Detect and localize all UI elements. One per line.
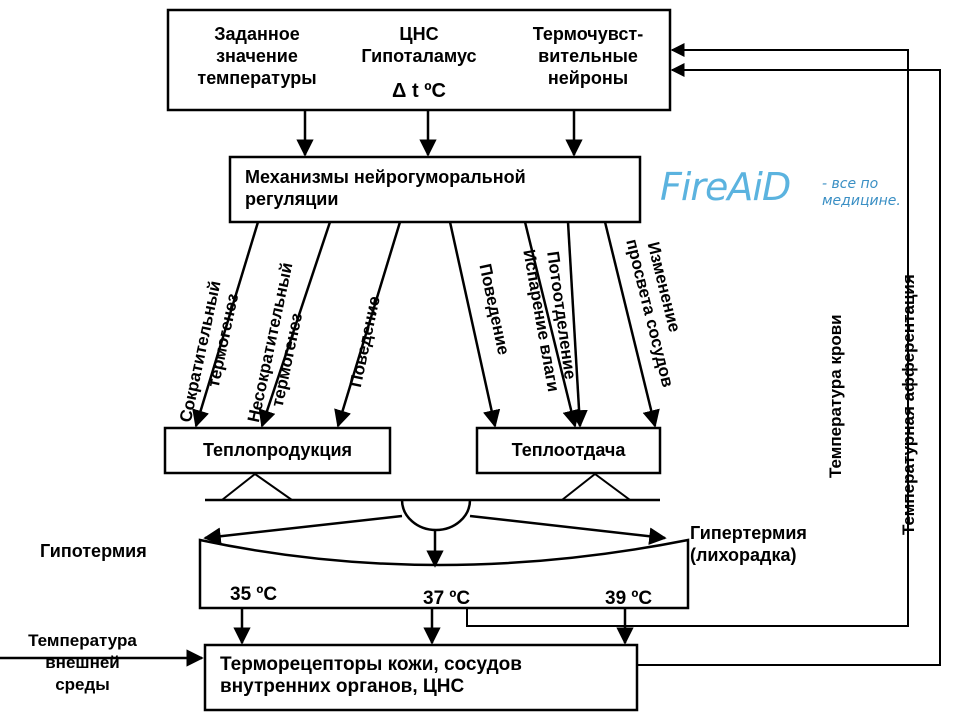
external-temp-line-2: внешней bbox=[45, 653, 120, 672]
arrow-branch-l3 bbox=[334, 221, 402, 428]
thermo-neurons-line-2: вительные bbox=[538, 46, 638, 66]
heat-production-box bbox=[163, 426, 392, 475]
external-temp-line-1: Температура bbox=[28, 631, 137, 650]
arrow-branch-r4 bbox=[603, 221, 660, 428]
blood-temp-line bbox=[466, 43, 909, 627]
afferentation-line bbox=[637, 63, 941, 666]
hyperthermia-line-2: (лихорадка) bbox=[690, 545, 797, 565]
delta-label: Δ t ºC bbox=[392, 80, 446, 102]
receptors-line-1: Терморецепторы кожи, сосудов bbox=[220, 654, 522, 675]
thermo-neurons-line-3: нейроны bbox=[547, 68, 629, 88]
balance-pivot bbox=[400, 499, 472, 532]
receptors-label: Терморецепторы кожи, сосудов внутренних … bbox=[220, 654, 522, 698]
cns-label: ЦНС Гипоталамус bbox=[333, 23, 505, 67]
set-value-label: Заданное значение температуры bbox=[172, 23, 342, 89]
center-box bbox=[166, 8, 672, 112]
tagline-line-1: - все по bbox=[822, 176, 879, 192]
cns-line-2: Гипоталамус bbox=[361, 46, 477, 66]
regulation-line-2: регуляции bbox=[245, 189, 339, 209]
tagline-line-2: медицине. bbox=[822, 193, 901, 209]
set-value-line-1: Заданное bbox=[214, 24, 300, 44]
set-value-line-2: значение bbox=[216, 46, 298, 66]
regulation-line-1: Механизмы нейрогуморальной bbox=[245, 167, 526, 187]
cns-line-1: ЦНС bbox=[399, 24, 439, 44]
afferentation-label: Температурная афферентация bbox=[899, 274, 918, 535]
regulation-box bbox=[228, 155, 642, 224]
fireaid-tagline: - все по медицине. bbox=[822, 176, 901, 210]
receptors-box bbox=[203, 643, 639, 712]
arrow-branch-r2 bbox=[523, 221, 580, 428]
arrow-branch-l2 bbox=[258, 221, 332, 428]
arrow-branch-r3 bbox=[566, 221, 588, 428]
arrow-branch-r1 bbox=[448, 221, 501, 428]
arrow-to-hyperthermia bbox=[469, 514, 667, 545]
hypothermia-label: Гипотермия bbox=[40, 541, 147, 561]
regulation-label: Механизмы нейрогуморальной регуляции bbox=[245, 166, 526, 210]
fireaid-logo: FireAiD bbox=[660, 165, 791, 209]
external-temp-label: Температура внешней среды bbox=[0, 630, 165, 696]
heat-loss-box bbox=[475, 426, 662, 475]
arrow-branch-l1 bbox=[192, 221, 260, 428]
blood-temp-label: Температура крови bbox=[826, 314, 845, 478]
mark-35: 35 ºC bbox=[230, 584, 278, 605]
mark-37: 37 ºC bbox=[423, 588, 471, 609]
receptors-line-2: внутренних органов, ЦНС bbox=[220, 676, 465, 697]
heat-loss-label: Теплоотдача bbox=[511, 440, 626, 460]
set-value-line-3: температуры bbox=[197, 68, 317, 88]
thermo-neurons-label: Термочувст- вительные нейроны bbox=[508, 23, 668, 89]
balance-right-triangle bbox=[559, 472, 634, 501]
mark-39: 39 ºC bbox=[605, 588, 653, 609]
hyperthermia-label: Гипертермия (лихорадка) bbox=[690, 522, 807, 566]
external-temp-line-3: среды bbox=[55, 675, 110, 694]
thermo-neurons-line-1: Термочувст- bbox=[532, 24, 644, 44]
hyperthermia-line-1: Гипертермия bbox=[690, 523, 807, 543]
balance-left-triangle bbox=[219, 472, 296, 501]
heat-production-label: Теплопродукция bbox=[202, 440, 353, 460]
scale-dish bbox=[198, 538, 690, 610]
arrow-to-hypothermia bbox=[203, 514, 403, 545]
